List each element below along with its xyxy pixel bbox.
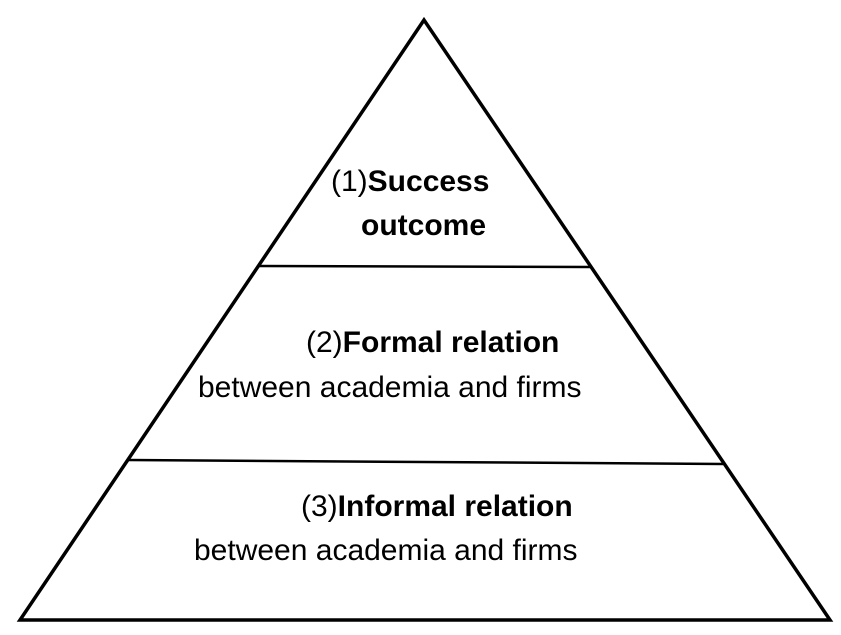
divider-tier-2-3 [127,458,724,466]
tier-3-title: Informal relation [337,490,573,523]
tier-2-title-line: (2)Formal relation [306,328,559,358]
tier-2-title: Formal relation [342,326,560,359]
pyramid-outline [16,16,834,622]
tier-3-subtitle: between academia and firms [194,534,578,567]
tier-1-title-line1: (1)Success [331,167,489,197]
tier-3-number: (3) [301,490,338,523]
tier-1-title-line2: outcome [361,209,487,242]
tier-1-number: (1) [331,165,368,198]
tier-3-title-line: (3)Informal relation [301,492,573,522]
tier-2-number: (2) [306,326,343,359]
tier-2-subtitle: between academia and firms [198,371,582,404]
tier-1-title: Success [367,165,490,198]
divider-tier-1-2 [258,264,591,269]
